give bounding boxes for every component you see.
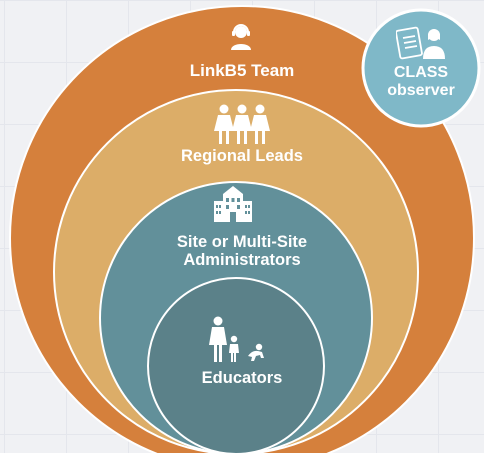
headset-person-icon	[231, 24, 251, 50]
label-site-administrators: Site or Multi-Site Administrators	[122, 233, 362, 269]
clipboard-observer-icon	[396, 26, 445, 60]
label-educators: Educators	[201, 369, 283, 387]
circle-class-observer	[361, 8, 481, 128]
adult-child-baby-icon	[209, 316, 264, 362]
label-class-line2: observer	[387, 81, 455, 99]
group-of-women-icon	[214, 104, 270, 144]
label-site-line1: Site or Multi-Site	[176, 233, 308, 251]
label-linkb5-team: LinkB5 Team	[189, 61, 295, 80]
label-site-line2: Administrators	[183, 251, 301, 270]
label-class-line1: CLASS	[393, 64, 449, 81]
school-building-icon	[214, 186, 252, 222]
circle-educators	[147, 277, 325, 453]
label-class-observer: CLASS observer	[365, 64, 477, 100]
label-regional-leads: Regional Leads	[181, 147, 303, 165]
